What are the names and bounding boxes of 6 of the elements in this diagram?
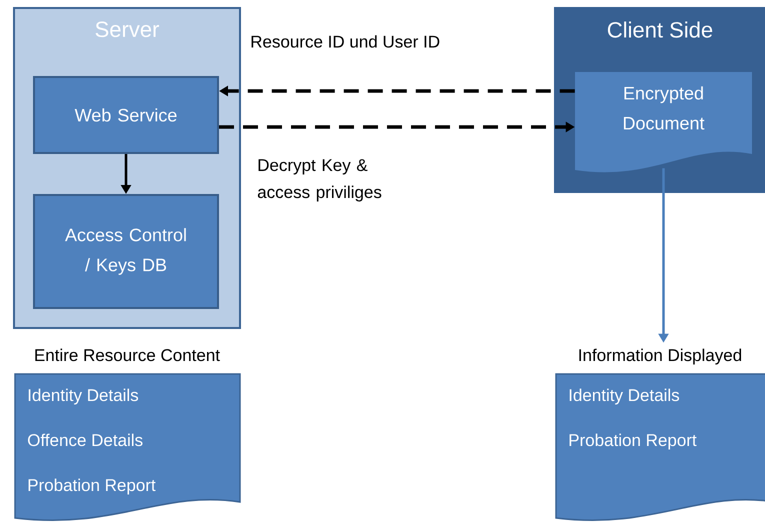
- node-label: Entire Resource Content: [35, 348, 220, 362]
- process-box: Access Control / Keys DB: [33, 194, 219, 309]
- edge-label: Decrypt Key & access priviliges: [258, 159, 382, 202]
- node-label: Information Displayed: [579, 348, 742, 365]
- edge-label: Resource ID und User ID: [252, 35, 440, 48]
- process-box: Web Service: [33, 76, 219, 154]
